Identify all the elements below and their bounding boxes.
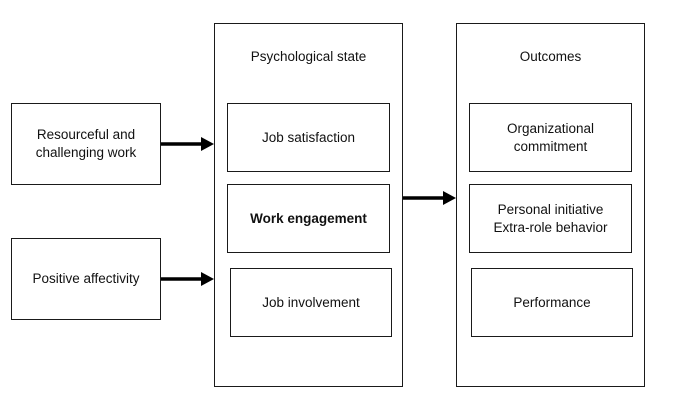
job-involvement-box: Job involvement xyxy=(230,268,392,337)
arrow-resourceful-to-state xyxy=(161,137,214,151)
resourceful-work-box: Resourceful and challenging work xyxy=(11,103,161,185)
organizational-commitment-box: Organizational commitment xyxy=(469,103,632,172)
personal-initiative-box: Personal initiative Extra-role behavior xyxy=(469,184,632,253)
work-engagement-box: Work engagement xyxy=(227,184,390,253)
outcomes-title: Outcomes xyxy=(519,49,582,64)
performance-box: Performance xyxy=(471,268,633,337)
job-satisfaction-box: Job satisfaction xyxy=(227,103,390,172)
arrow-affectivity-to-state xyxy=(161,272,214,286)
arrow-state-to-outcomes xyxy=(403,191,456,205)
positive-affectivity-box: Positive affectivity xyxy=(11,238,161,320)
psychological-state-title: Psychological state xyxy=(250,49,367,64)
